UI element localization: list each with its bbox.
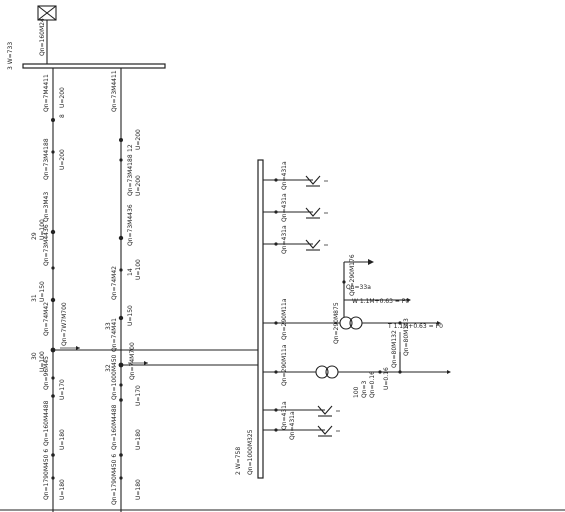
- transformer-1-coil-a: [339, 316, 353, 330]
- feeder-right-label-12b: U=200: [135, 129, 142, 150]
- feeder-left-label-9b: U=180: [59, 479, 66, 500]
- feeder-right-label-8b: U=180: [135, 479, 142, 500]
- feeder-left-label-30b: U=100: [39, 351, 46, 372]
- feeder-right-label-12: 12: [127, 144, 134, 152]
- transformer-2-label-3: U=0.16: [383, 367, 390, 390]
- feeder-right-label-5: Qn=74M41: [111, 318, 118, 352]
- feeder-right-label-14b: U=100: [135, 259, 142, 280]
- branch-4: [263, 259, 441, 330]
- transformer-1-top: Qn=290M176: [349, 254, 356, 296]
- feeder-left-label-29: 29: [31, 232, 38, 240]
- feeder-left-label-9: Qn=1790M450 6: [43, 449, 50, 500]
- feeder-right-label-33b: U=150: [127, 305, 134, 326]
- feeder-left-label-7b: U=170: [59, 379, 66, 400]
- feeder-left-label-6: Qn=96M45: [43, 356, 50, 390]
- branch-4-label: Qn=290M11a: [281, 298, 288, 340]
- feeder-right-label-33: 33: [105, 322, 112, 330]
- branch-3-label: Qn=431a: [281, 225, 288, 254]
- feeder-left-label-31: 31: [31, 294, 38, 302]
- source-box-label: Qn=160M24: [39, 18, 46, 56]
- feeder-right-label-6b: U=170: [135, 385, 142, 406]
- transformer-1-label: Qn=290M875: [333, 302, 340, 344]
- transformer-1-top-2: Qn=33a: [346, 284, 371, 291]
- feeder-right-label-32: 32: [105, 364, 112, 372]
- feeder-right-label-8: Qn=1790M450 6: [111, 454, 118, 505]
- feeder-left-label-1: Qn=7M4411: [43, 74, 50, 112]
- feeder-left-nodes: [50, 118, 56, 480]
- branch-6-label: Qn=431a: [281, 401, 288, 430]
- branch-2-label: Qn=431a: [281, 193, 288, 222]
- feeder-left-label-8b: U=180: [59, 429, 66, 450]
- feeder-left-label-1b: 8: [59, 114, 66, 118]
- tap-left-arrow: [76, 346, 80, 350]
- branch-7-label: Qn=431a: [289, 411, 296, 440]
- feeder-right-label-2: Qn=73M4188: [127, 154, 134, 196]
- feeder-right-label-14: 14: [127, 268, 134, 276]
- main-bus-label: 2 W=758: [235, 447, 242, 475]
- transformer-2-label-2: Qn=0.16: [369, 371, 376, 398]
- branch-5: [263, 332, 451, 379]
- feeder-right-nodes: [118, 138, 124, 480]
- branch-3: [263, 239, 328, 251]
- feeder-left-label-31b: U=150: [39, 281, 46, 302]
- feeder-right-label-3: Qn=73M4436: [127, 204, 134, 246]
- transformer-1-ratio-2: T 1.1M+0.63 = P0: [387, 323, 443, 330]
- feeder-left-label-3: Qn=3M43: [43, 192, 50, 222]
- feeder-left-label-tap: Qn=7W7M700: [61, 302, 68, 346]
- branch-1-label: Qn=431a: [281, 161, 288, 190]
- top-busbar: [22, 63, 166, 69]
- branch-6: [263, 405, 340, 417]
- transformer-1-right: Qn=80M143: [403, 318, 410, 356]
- transformer-2-coil-a: [315, 365, 329, 379]
- feeder-left-label-2: Qn=73M4188: [43, 138, 50, 180]
- feeder-left-label-8: Qn=160M4488: [43, 400, 50, 446]
- source-box-cross-b: [37, 5, 57, 21]
- transformer-2-label-4: Qn=80M132: [391, 330, 398, 368]
- main-bus-label-2: Qn=1000M325: [247, 429, 254, 475]
- feeder-left-label-30: 30: [31, 352, 38, 360]
- branch-2: [263, 207, 328, 219]
- feeder-right-label-2b: U=200: [135, 175, 142, 196]
- feeder-left-label-5: Qn=74M42: [43, 302, 50, 336]
- branch-5-label: Qn=290M11a: [281, 344, 288, 386]
- top-bus-label: 3 W=733: [7, 42, 14, 70]
- feeder-right-label-tap: Qn=74M700: [129, 342, 136, 380]
- transformer-2-label: Qn=3: [361, 380, 368, 398]
- feeder-right-label-6: Qn=1000M450: [111, 354, 118, 400]
- feeder-right-label-7b: U=180: [135, 429, 142, 450]
- feeder-left-label-2b: U=200: [59, 149, 66, 170]
- feeder-right-label-4: Qn=74M42: [111, 266, 118, 300]
- feeder-left-label-u1: U=200: [59, 87, 66, 108]
- main-busbar: [257, 159, 264, 479]
- transformer-2-num: 100: [353, 386, 360, 398]
- feeder-left-label-29b: U=100: [39, 219, 46, 240]
- tap-right-arrow: [144, 361, 148, 365]
- feeder-right-label-1: Qn=73M4411: [111, 70, 118, 112]
- feeder-left-label-4: Qn=73M4436: [43, 224, 50, 266]
- feeder-right-label-7: Qn=160M4488: [111, 404, 118, 450]
- branch-1: [263, 175, 328, 187]
- branch-7: [263, 425, 340, 437]
- transformer-1-ratio: W 1.1M+0.63 = P0: [352, 298, 409, 305]
